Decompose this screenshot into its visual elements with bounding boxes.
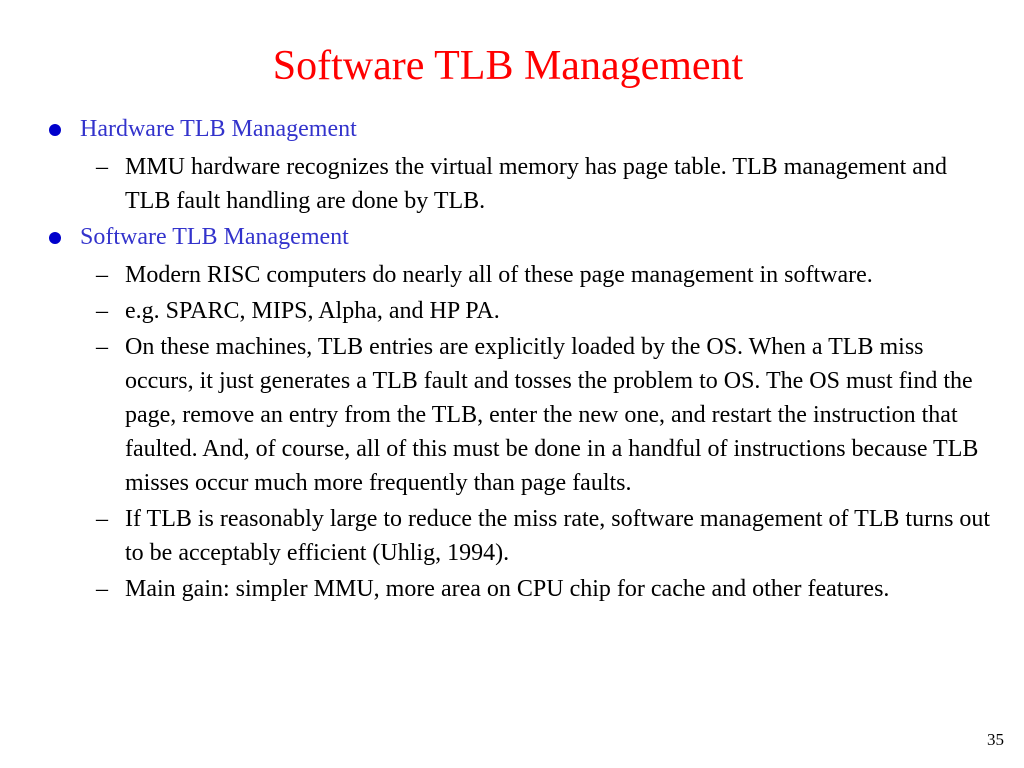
slide-title: Software TLB Management — [272, 43, 744, 89]
sub-item-text: Modern RISC computers do nearly all of t… — [125, 262, 873, 288]
dash-icon: – — [96, 154, 108, 180]
sub-item: – MMU hardware recognizes the virtual me… — [46, 150, 996, 218]
bullet-heading: Hardware TLB Management — [80, 116, 357, 142]
sub-item: – On these machines, TLB entries are exp… — [46, 330, 996, 500]
sub-item-text: If TLB is reasonably large to reduce the… — [125, 506, 991, 566]
bullet-dot-icon — [49, 124, 61, 136]
sub-item: – e.g. SPARC, MIPS, Alpha, and HP PA. — [46, 294, 996, 328]
bullet-software-tlb: Software TLB Management — [46, 220, 996, 254]
dash-icon: – — [96, 506, 108, 532]
sub-item-text: Main gain: simpler MMU, more area on CPU… — [125, 576, 890, 602]
slide-content: Hardware TLB Management – MMU hardware r… — [46, 112, 996, 608]
sub-item-text: e.g. SPARC, MIPS, Alpha, and HP PA. — [125, 298, 500, 324]
dash-icon: – — [96, 576, 108, 602]
sub-item-text: MMU hardware recognizes the virtual memo… — [125, 154, 947, 214]
bullet-heading: Software TLB Management — [80, 224, 349, 250]
dash-icon: – — [96, 298, 108, 324]
page-number: 35 — [987, 730, 1004, 749]
sub-item-text: On these machines, TLB entries are expli… — [125, 334, 979, 496]
bullet-hardware-tlb: Hardware TLB Management — [46, 112, 996, 146]
bullet-dot-icon — [49, 232, 61, 244]
sub-item: – If TLB is reasonably large to reduce t… — [46, 502, 996, 570]
sub-item: – Modern RISC computers do nearly all of… — [46, 258, 996, 292]
sub-item: – Main gain: simpler MMU, more area on C… — [46, 572, 996, 606]
dash-icon: – — [96, 262, 108, 288]
dash-icon: – — [96, 334, 108, 360]
